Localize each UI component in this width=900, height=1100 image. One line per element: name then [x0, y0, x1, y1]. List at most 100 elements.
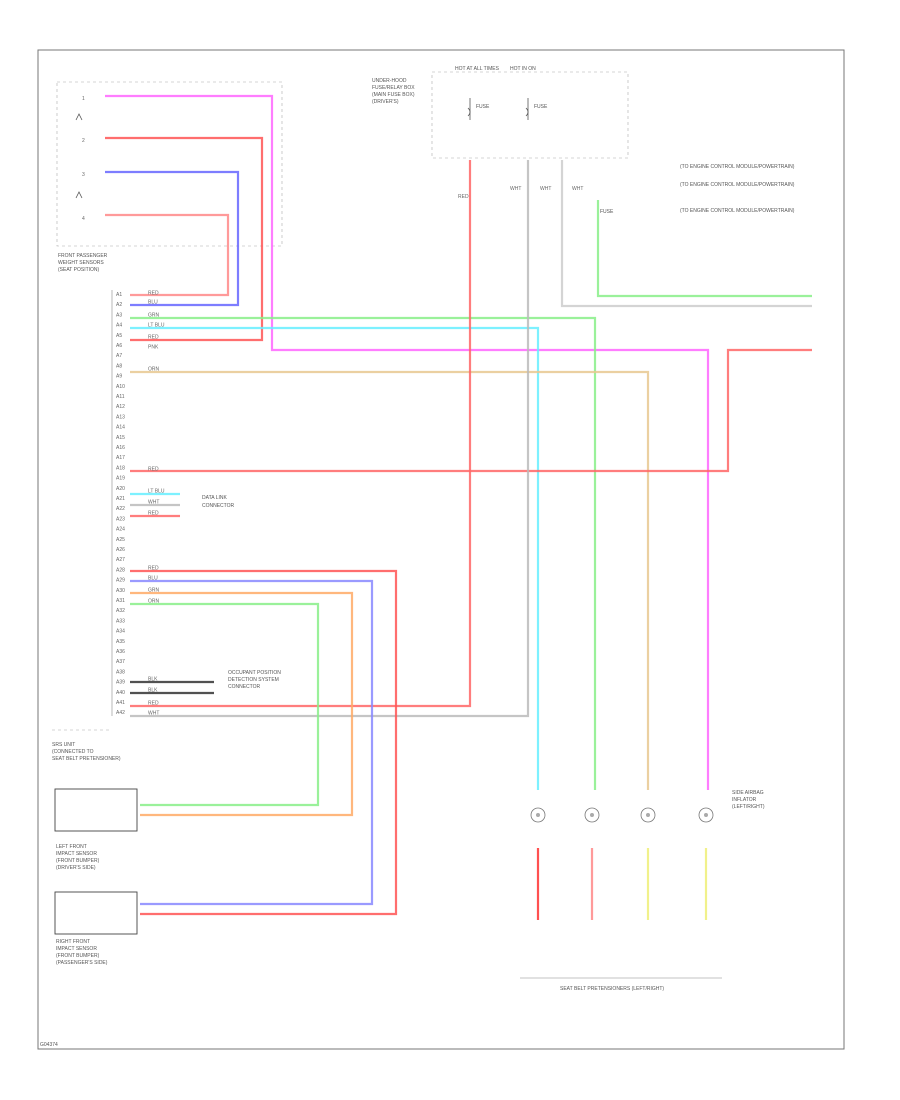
srs-pin-label: A23 [116, 516, 125, 522]
left-sensor-line2: IMPACT SENSOR [56, 851, 97, 857]
srs-pin-label: A26 [116, 547, 125, 553]
underhood-line4: (DRIVER'S) [372, 99, 399, 105]
srs-pin-label: A11 [116, 394, 125, 400]
srs-pin-label: A25 [116, 537, 125, 543]
wire-color-label: GRN [148, 588, 160, 594]
inflator-1 [530, 807, 546, 823]
srs-pin-label: A7 [116, 353, 122, 359]
wire [130, 370, 650, 790]
srs-pin-label: A3 [116, 312, 122, 318]
diagram-frame [37, 49, 845, 1050]
wire [105, 94, 710, 790]
srs-pin-label: A8 [116, 363, 122, 369]
srs-pin-label: A33 [116, 618, 125, 624]
srs-pin-label: A31 [116, 598, 125, 604]
wire-color-label: RED [148, 511, 159, 517]
srs-pin-label: A41 [116, 700, 125, 706]
underhood-line3: (MAIN FUSE BOX) [372, 92, 415, 98]
wire-color-label: LT BLU [148, 489, 165, 495]
right-sensor-line3: (FRONT BUMPER) [56, 953, 100, 959]
srs-pin-label: A18 [116, 465, 125, 471]
srs-unit-line2: (CONNECTED TO [52, 749, 94, 755]
wire [130, 160, 530, 718]
occupant-line2: DETECTION SYSTEM [228, 677, 279, 683]
srs-pin-label: A9 [116, 374, 122, 380]
connector-note-3: (TO ENGINE CONTROL MODULE/POWERTRAIN) [680, 208, 795, 214]
srs-pin-label: A34 [116, 629, 125, 635]
srs-pin-label: A40 [116, 690, 125, 696]
wire-color-label: RED [148, 566, 159, 572]
srs-pin-label: A14 [116, 425, 125, 431]
occupant-line1: OCCUPANT POSITION [228, 670, 281, 676]
left-sensor-line1: LEFT FRONT [56, 844, 87, 850]
wire-color-label: ORN [148, 599, 160, 605]
wire-color-label: BLK [148, 677, 158, 683]
fuse-symbol-2 [525, 98, 529, 120]
passenger-sensor-box [56, 81, 283, 247]
wire-color-label: BLU [148, 576, 158, 582]
fuse-name-1: FUSE [476, 104, 490, 110]
fuse-label-1: HOT AT ALL TIMES [455, 66, 500, 72]
front-passenger-line2: WEIGHT SENSORS [58, 260, 104, 266]
page-code: G04374 [40, 1042, 58, 1048]
fuse-wire-label-4: WHT [572, 186, 583, 192]
right-sensor-line2: IMPACT SENSOR [56, 946, 97, 952]
srs-pin-label: A1 [116, 292, 122, 298]
side-inflator-line3: (LEFT/RIGHT) [732, 804, 765, 810]
connector-note-2: (TO ENGINE CONTROL MODULE/POWERTRAIN) [680, 182, 795, 188]
wire [105, 136, 264, 342]
sensor-symbol-2 [75, 191, 83, 199]
wire [105, 170, 240, 307]
left-sensor-line3: (FRONT BUMPER) [56, 858, 100, 864]
fuse-wire-label-3: WHT [540, 186, 551, 192]
sensor-symbol-1 [75, 113, 83, 121]
front-passenger-line1: FRONT PASSENGER [58, 253, 108, 259]
fuse-name-2: FUSE [534, 104, 548, 110]
srs-pin-label: A39 [116, 680, 125, 686]
fuse-symbol-1 [467, 98, 471, 120]
wire-color-label: BLK [148, 688, 158, 694]
wire-color-label: ORN [148, 367, 160, 373]
fuse-wire-label-1: RED [458, 194, 469, 200]
srs-pin-label: A22 [116, 506, 125, 512]
inflator-4 [698, 807, 714, 823]
front-passenger-line3: (SEAT POSITION) [58, 267, 100, 273]
right-impact-sensor-box [54, 891, 138, 935]
left-impact-sensor-box [54, 788, 138, 832]
wire [130, 160, 472, 708]
srs-pin-label: A42 [116, 710, 125, 716]
wire-color-label: WHT [148, 711, 159, 717]
srs-pin-label: A2 [116, 302, 122, 308]
srs-pin-label: A20 [116, 486, 125, 492]
srs-pin-label: A36 [116, 649, 125, 655]
srs-pin-label: A6 [116, 343, 122, 349]
wire [130, 591, 354, 817]
wire [560, 160, 812, 308]
wire-color-label: GRN [148, 313, 160, 319]
wire-color-label: LT BLU [148, 323, 165, 329]
srs-pin-label: A4 [116, 323, 122, 329]
fuse-text: FUSE [600, 209, 614, 215]
pin-label: 3 [82, 172, 85, 178]
right-sensor-line1: RIGHT FRONT [56, 939, 90, 945]
underhood-line1: UNDER-HOOD [372, 78, 407, 84]
srs-unit-line1: SRS UNIT [52, 742, 75, 748]
fuse-wire-label-2: WHT [510, 186, 521, 192]
dlc-label-2: CONNECTOR [202, 503, 235, 509]
pin-label: 2 [82, 138, 85, 144]
inflator-2 [584, 807, 600, 823]
fuse-label-2: HOT IN ON [510, 66, 536, 72]
dlc-label-1: DATA LINK [202, 495, 227, 501]
srs-pin-label: A19 [116, 476, 125, 482]
left-sensor-line4: (DRIVER'S SIDE) [56, 865, 96, 871]
pin-label: 4 [82, 216, 85, 222]
wire-color-label: PNK [148, 345, 159, 351]
wire-color-label: RED [148, 291, 159, 297]
wire [596, 200, 812, 298]
wire [130, 579, 374, 906]
srs-pin-label: A17 [116, 455, 125, 461]
wire-color-label: BLU [148, 300, 158, 306]
wire [105, 213, 230, 297]
